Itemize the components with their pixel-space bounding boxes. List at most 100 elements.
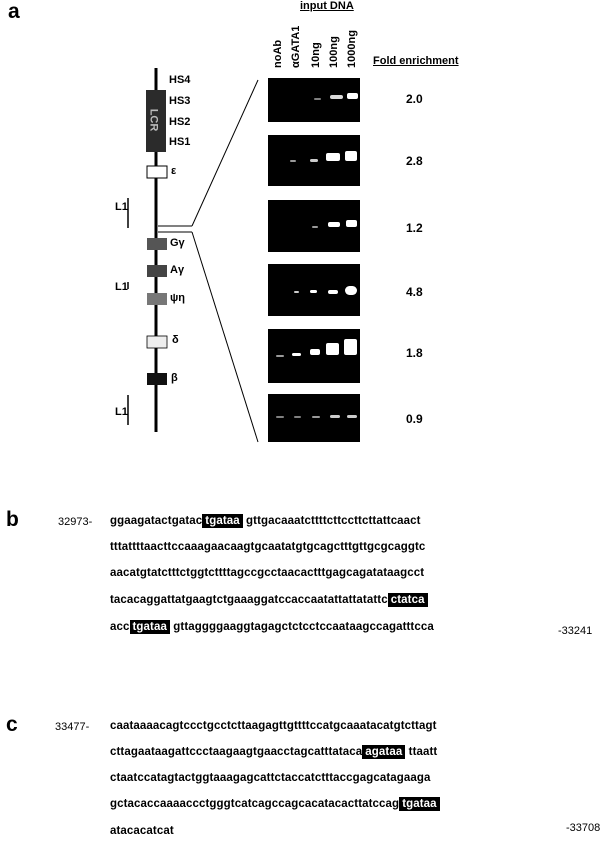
fold-value-2: 2.8 [406, 154, 423, 168]
sequence-text: tacacaggattatgaagtctgaaaggatccaccaatatta… [110, 594, 388, 606]
beta-label: β [171, 372, 178, 384]
lane-label-100ng: 100ng [328, 36, 340, 68]
fold-value-1: 2.0 [406, 92, 423, 106]
sequence-line: tacacaggattatgaagtctgaaaggatccaccaatatta… [110, 593, 428, 607]
sequence-line: ctaatccatagtactggtaaagagcattctaccatcttta… [110, 772, 431, 784]
lane-label-1000ng: 1000ng [346, 30, 358, 68]
panel-b-letter: b [6, 508, 19, 531]
l1-label-2: L1 [115, 281, 128, 293]
sequence-text: ggaagatactgatac [110, 515, 203, 527]
psieta-gene [147, 293, 167, 305]
gel-band [347, 415, 357, 418]
gel-band [345, 151, 357, 161]
delta-label: δ [172, 334, 179, 346]
gata-motif-highlight: tgataa [202, 514, 243, 528]
gata-motif-highlight: tgataa [399, 797, 440, 811]
sequence-text: aacatgtatctttctggtcttttagccgcctaacactttg… [110, 567, 425, 579]
gel-band [312, 416, 320, 418]
gel-band [292, 353, 301, 356]
beta-gene [147, 373, 167, 385]
gel-band [310, 159, 318, 162]
gel-band [347, 93, 358, 99]
gel-band [330, 415, 340, 418]
sequence-text: ctaatccatagtactggtaaagagcattctaccatcttta… [110, 772, 431, 784]
gel-panel-3 [268, 200, 360, 252]
panel-c-end: -33708 [566, 822, 601, 834]
fold-value-6: 0.9 [406, 412, 423, 426]
gel-band [328, 222, 340, 227]
gel-band [312, 226, 318, 228]
hs1-label: HS1 [169, 136, 191, 148]
epsilon-gene [146, 165, 168, 179]
sequence-line: aacatgtatctttctggtcttttagccgcctaacactttg… [110, 567, 424, 579]
panel-c-letter: c [6, 713, 18, 736]
delta-gene [146, 335, 168, 349]
ggamma-label: Gγ [170, 237, 185, 249]
gel-band [328, 290, 338, 294]
l1-label-3: L1 [115, 406, 128, 418]
gel-band [294, 416, 301, 418]
sequence-text: gctacaccaaaaccctgggtcatcagccagcacatacact… [110, 798, 400, 810]
panel-b-end: -33241 [558, 625, 593, 637]
fold-value-5: 1.8 [406, 346, 423, 360]
gel-panel-5 [268, 329, 360, 383]
lane-label-agata1: αGATA1 [290, 25, 302, 68]
sequence-text: tttattttaacttccaaagaacaagtgcaatatgtgcagc… [110, 541, 426, 553]
gel-band [330, 95, 343, 99]
sequence-text: atacacatcat [110, 825, 174, 837]
panel-b-start: 32973- [58, 516, 93, 528]
gel-band [326, 343, 339, 355]
epsilon-label: ε [171, 165, 177, 177]
gel-band [344, 339, 357, 355]
hs3-label: HS3 [169, 95, 191, 107]
agamma-label: Aγ [170, 264, 185, 276]
sequence-text: cttagaataagattccctaagaagtgaacctagcatttat… [110, 746, 363, 758]
gel-band [314, 98, 321, 100]
fold-value-4: 4.8 [406, 285, 423, 299]
sequence-text: acc [110, 621, 130, 633]
gata-motif-highlight: tgataa [129, 620, 170, 634]
sequence-line: atacacatcat [110, 825, 174, 837]
sequence-line: cttagaataagattccctaagaagtgaacctagcatttat… [110, 745, 438, 759]
gel-band [276, 355, 284, 357]
gel-band [294, 291, 299, 293]
hs2-label: HS2 [169, 116, 191, 128]
agamma-gene [147, 265, 167, 277]
gel-panel-1 [268, 78, 360, 122]
fold-enrichment-header: Fold enrichment [373, 55, 459, 67]
sequence-text: gttgacaaatcttttcttccttcttattcaact [242, 515, 421, 527]
panel-c-start: 33477- [55, 721, 90, 733]
psieta-label: ψη [170, 292, 186, 304]
ggamma-gene [147, 238, 167, 250]
locus-diagram [127, 68, 259, 443]
sequence-line: gctacaccaaaaccctgggtcatcagccagcacatacact… [110, 797, 440, 811]
input-dna-header: input DNA [300, 0, 354, 12]
sequence-line: tttattttaacttccaaagaacaagtgcaatatgtgcagc… [110, 541, 425, 553]
gel-panel-6 [268, 394, 360, 442]
gel-panel-2 [268, 135, 360, 186]
sequence-text: caataaaacagtccctgcctcttaagagttgttttccatg… [110, 720, 437, 732]
lane-label-10ng: 10ng [310, 42, 322, 68]
sequence-text: ttaatt [405, 746, 438, 758]
zoom-line-bottom [191, 231, 259, 443]
fold-value-3: 1.2 [406, 221, 423, 235]
sequence-text: gttaggggaaggtagagctctcctccaataagccagattt… [169, 621, 434, 633]
panel-a-letter: a [8, 0, 20, 23]
zoom-line-top [191, 79, 259, 227]
gel-band [290, 160, 296, 162]
gel-band [326, 153, 340, 161]
gel-band [310, 290, 317, 293]
gel-panel-4 [268, 264, 360, 316]
gel-band [276, 416, 284, 418]
gata-motif-highlight: agataa [362, 745, 406, 759]
lcr-label: LCR [147, 108, 160, 132]
gel-band [346, 220, 357, 227]
l1-label-1: L1 [115, 201, 128, 213]
sequence-line: caataaaacagtccctgcctcttaagagttgttttccatg… [110, 720, 437, 732]
lcr-box [146, 90, 166, 152]
hs4-label: HS4 [169, 74, 191, 86]
lane-label-noab: noAb [272, 39, 284, 68]
gata-motif-highlight: ctatca [387, 593, 428, 607]
